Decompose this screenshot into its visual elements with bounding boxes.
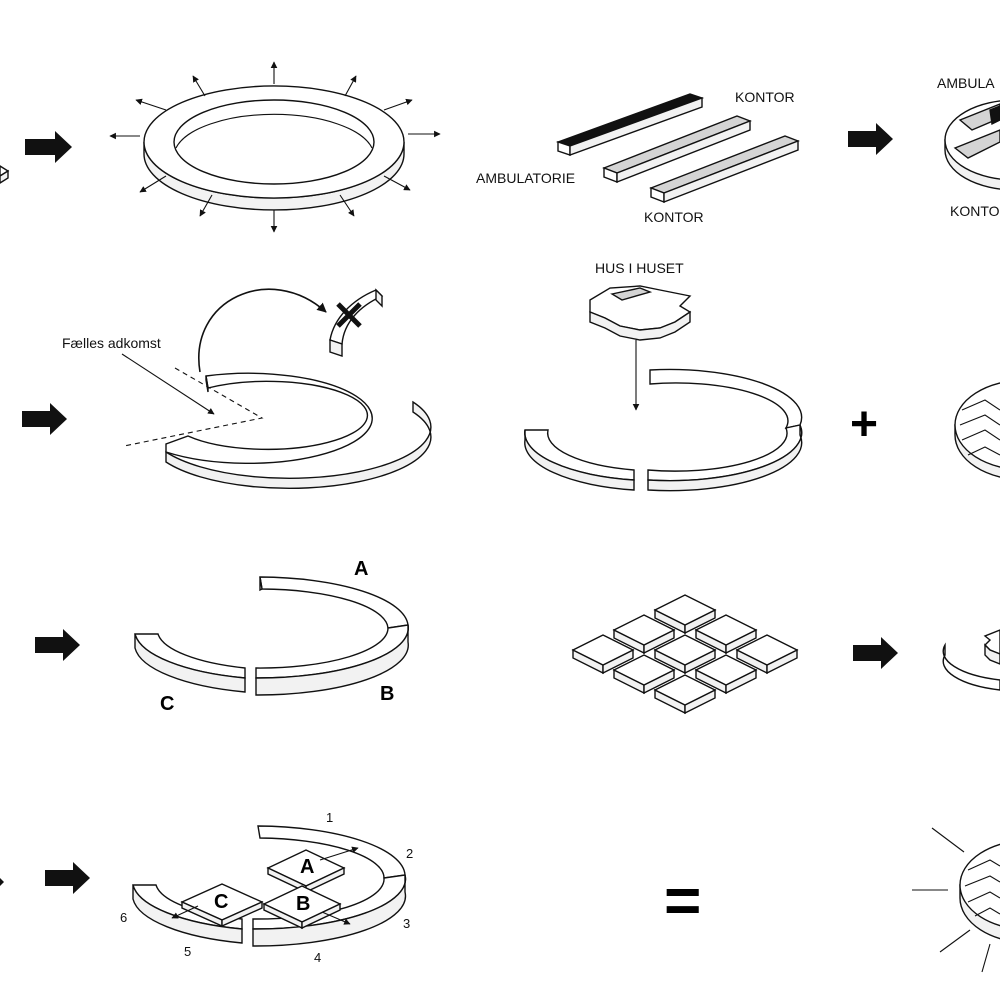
process-arrow-4 xyxy=(35,629,80,661)
pattern-disc xyxy=(954,382,1000,478)
process-arrow-2 xyxy=(848,123,893,155)
final-disc xyxy=(912,827,1000,973)
plus-symbol: + xyxy=(850,398,878,451)
process-arrow-3 xyxy=(22,403,67,435)
label-ambulatorie: AMBULATORIE xyxy=(476,170,575,186)
tile-3 xyxy=(571,634,635,675)
label-faelles-adkomst: Fælles adkomst xyxy=(62,335,161,351)
cut-block-left xyxy=(0,165,10,184)
segmented-ring xyxy=(134,576,409,696)
ring-number-2: 2 xyxy=(406,846,413,861)
process-arrow-6 xyxy=(45,862,90,894)
label-ambulatorie-cut: AMBULA xyxy=(937,75,995,91)
hus-i-huset-block xyxy=(589,285,692,341)
cross-mark xyxy=(336,302,362,328)
segment-label-b: B xyxy=(380,683,394,705)
dashed-access-line xyxy=(123,367,264,447)
bar-kontor-bottom xyxy=(649,135,800,204)
tile-2 xyxy=(612,614,676,655)
tile-6 xyxy=(612,654,676,695)
split-ring xyxy=(524,368,803,492)
label-kontor-cut: KONTO xyxy=(950,203,1000,219)
label-hus-i-huset: HUS I HUSET xyxy=(595,260,684,276)
box-a xyxy=(266,849,346,894)
cut-arrow-left xyxy=(0,878,4,886)
equals-symbol: = xyxy=(664,864,701,936)
box-label-a: A xyxy=(300,856,314,878)
ring-number-3: 3 xyxy=(403,916,410,931)
ring-number-6: 6 xyxy=(120,910,127,925)
radial-arrows xyxy=(109,61,441,233)
tile-9 xyxy=(653,674,717,715)
removal-arc-arrow xyxy=(198,288,327,373)
process-arrow-5 xyxy=(853,637,898,669)
tile-8 xyxy=(694,654,758,695)
arrow-a-out xyxy=(319,846,359,861)
bar-kontor-middle xyxy=(602,115,752,184)
ring-number-5: 5 xyxy=(184,944,191,959)
segment-label-a: A xyxy=(354,558,368,580)
box-label-c: C xyxy=(214,891,228,913)
segment-label-c: C xyxy=(160,693,174,715)
ring-number-1: 1 xyxy=(326,810,333,825)
ring-number-4: 4 xyxy=(314,950,321,965)
expanding-ring xyxy=(143,85,405,211)
process-arrow-1 xyxy=(25,131,72,163)
tile-4 xyxy=(694,614,758,655)
arrow-b-out xyxy=(321,911,351,925)
tile-7 xyxy=(735,634,799,675)
box-label-b: B xyxy=(296,893,310,915)
arrow-c-out xyxy=(171,905,199,919)
removed-segment xyxy=(329,288,384,357)
tile-5 xyxy=(653,634,717,675)
tile-grid xyxy=(571,594,799,715)
bar-ambulatorie xyxy=(555,93,705,156)
label-kontor-top: KONTOR xyxy=(735,89,795,105)
box-b xyxy=(262,885,342,930)
final-composition xyxy=(132,825,407,947)
label-kontor-bottom: KONTOR xyxy=(644,209,704,225)
access-pointer xyxy=(121,353,215,415)
program-result-disc xyxy=(944,100,1000,190)
stacked-disc xyxy=(942,629,1000,691)
box-c xyxy=(180,883,264,928)
tile-1 xyxy=(653,594,717,635)
open-ring-access xyxy=(165,372,432,490)
